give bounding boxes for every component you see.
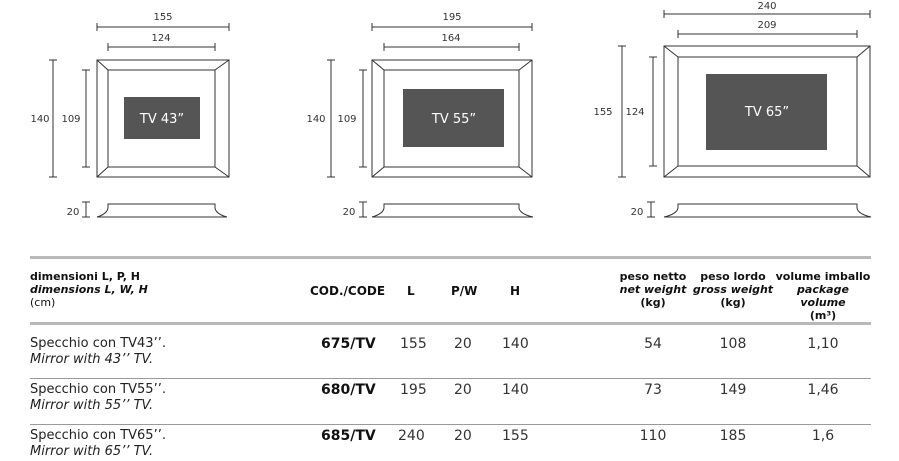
row-volume: 1,10 — [807, 336, 839, 352]
tv-label: TV 43” — [139, 112, 184, 127]
tv-screen-65 — [706, 74, 827, 150]
row-pw: 20 — [454, 382, 472, 398]
row-pw: 20 — [454, 428, 472, 444]
header-net-unit: (kg) — [640, 296, 666, 309]
row-desc-en: Mirror with 65’’ TV. — [30, 444, 154, 459]
row-desc-it: Specchio con TV65’’. — [30, 428, 166, 443]
header-net-it: peso netto — [619, 270, 687, 283]
header-net-en: net weight — [619, 283, 687, 296]
row-volume: 1,6 — [811, 428, 835, 444]
row-description: Specchio con TV43’’. Mirror with 43’’ TV… — [30, 336, 166, 368]
header-l: L — [407, 284, 415, 298]
dim-outer-width: 155 — [153, 12, 172, 23]
tv-screen-43 — [124, 97, 200, 139]
row-h: 140 — [502, 336, 529, 352]
row-h: 140 — [502, 382, 529, 398]
row-code: 680/TV — [321, 382, 376, 398]
dim-inner-height: 109 — [61, 114, 80, 125]
dim-inner-width: 209 — [757, 20, 776, 31]
header-code: COD./CODE — [310, 284, 386, 298]
header-gross-it: peso lordo — [700, 270, 766, 283]
dim-outer-width: 195 — [442, 12, 461, 23]
dim-outer-height: 155 — [593, 107, 612, 118]
header-dims-unit: (cm) — [30, 296, 56, 309]
row-desc-it: Specchio con TV43’’. — [30, 336, 166, 351]
header-dims-en: dimensions L, W, H — [30, 283, 148, 296]
dim-inner-height: 124 — [625, 107, 644, 118]
tv-label: TV 55” — [431, 112, 476, 127]
technical-drawings: 155 124 140 109 20 TV 43” 195 164 140 10… — [30, 1, 872, 218]
row-gross: 108 — [719, 336, 747, 352]
header-net-weight: peso netto net weight (kg) — [612, 270, 694, 309]
drawing-tv55 — [327, 23, 534, 218]
header-dimensions: dimensioni L, P, H dimensions L, W, H (c… — [30, 270, 148, 309]
header-gross-unit: (kg) — [720, 296, 746, 309]
row-l: 195 — [400, 382, 427, 398]
dim-outer-height: 140 — [30, 114, 49, 125]
row-desc-en: Mirror with 43’’ TV. — [30, 352, 154, 367]
header-package-volume: volume imballo package volume (m³) — [774, 270, 872, 322]
row-net: 73 — [644, 382, 662, 398]
row-divider — [30, 424, 871, 425]
dim-inner-height: 109 — [337, 114, 356, 125]
dim-depth: 20 — [67, 207, 80, 218]
table-top-rule — [30, 256, 871, 259]
dim-depth: 20 — [343, 207, 356, 218]
dim-inner-width: 164 — [441, 33, 460, 44]
header-gross-weight: peso lordo gross weight (kg) — [690, 270, 776, 309]
row-gross: 149 — [719, 382, 747, 398]
header-dims-it: dimensioni L, P, H — [30, 270, 140, 283]
dim-outer-width: 240 — [757, 1, 776, 12]
row-net: 110 — [639, 428, 667, 444]
row-l: 240 — [398, 428, 425, 444]
header-vol-it: volume imballo — [775, 270, 871, 283]
header-bottom-rule — [30, 322, 871, 325]
row-gross: 185 — [719, 428, 747, 444]
row-net: 54 — [644, 336, 662, 352]
header-vol-unit: (m³) — [809, 309, 837, 322]
row-pw: 20 — [454, 336, 472, 352]
row-description: Specchio con TV55’’. Mirror with 55’’ TV… — [30, 382, 166, 414]
header-pw: P/W — [451, 284, 478, 298]
drawing-tv65 — [618, 10, 872, 218]
tv-label: TV 65” — [744, 105, 789, 120]
row-code: 685/TV — [321, 428, 376, 444]
dim-outer-height: 140 — [306, 114, 325, 125]
row-desc-en: Mirror with 55’’ TV. — [30, 398, 154, 413]
row-h: 155 — [502, 428, 529, 444]
dim-inner-width: 124 — [151, 33, 170, 44]
drawing-tv43 — [49, 23, 230, 218]
row-volume: 1,46 — [807, 382, 839, 398]
row-divider — [30, 378, 871, 379]
row-l: 155 — [400, 336, 427, 352]
tv-screen-55 — [403, 89, 504, 147]
row-desc-it: Specchio con TV55’’. — [30, 382, 166, 397]
row-code: 675/TV — [321, 336, 376, 352]
header-vol-en: package volume — [797, 283, 849, 309]
header-h: H — [510, 284, 521, 298]
header-gross-en: gross weight — [692, 283, 774, 296]
row-description: Specchio con TV65’’. Mirror with 65’’ TV… — [30, 428, 166, 460]
dim-depth: 20 — [631, 207, 644, 218]
